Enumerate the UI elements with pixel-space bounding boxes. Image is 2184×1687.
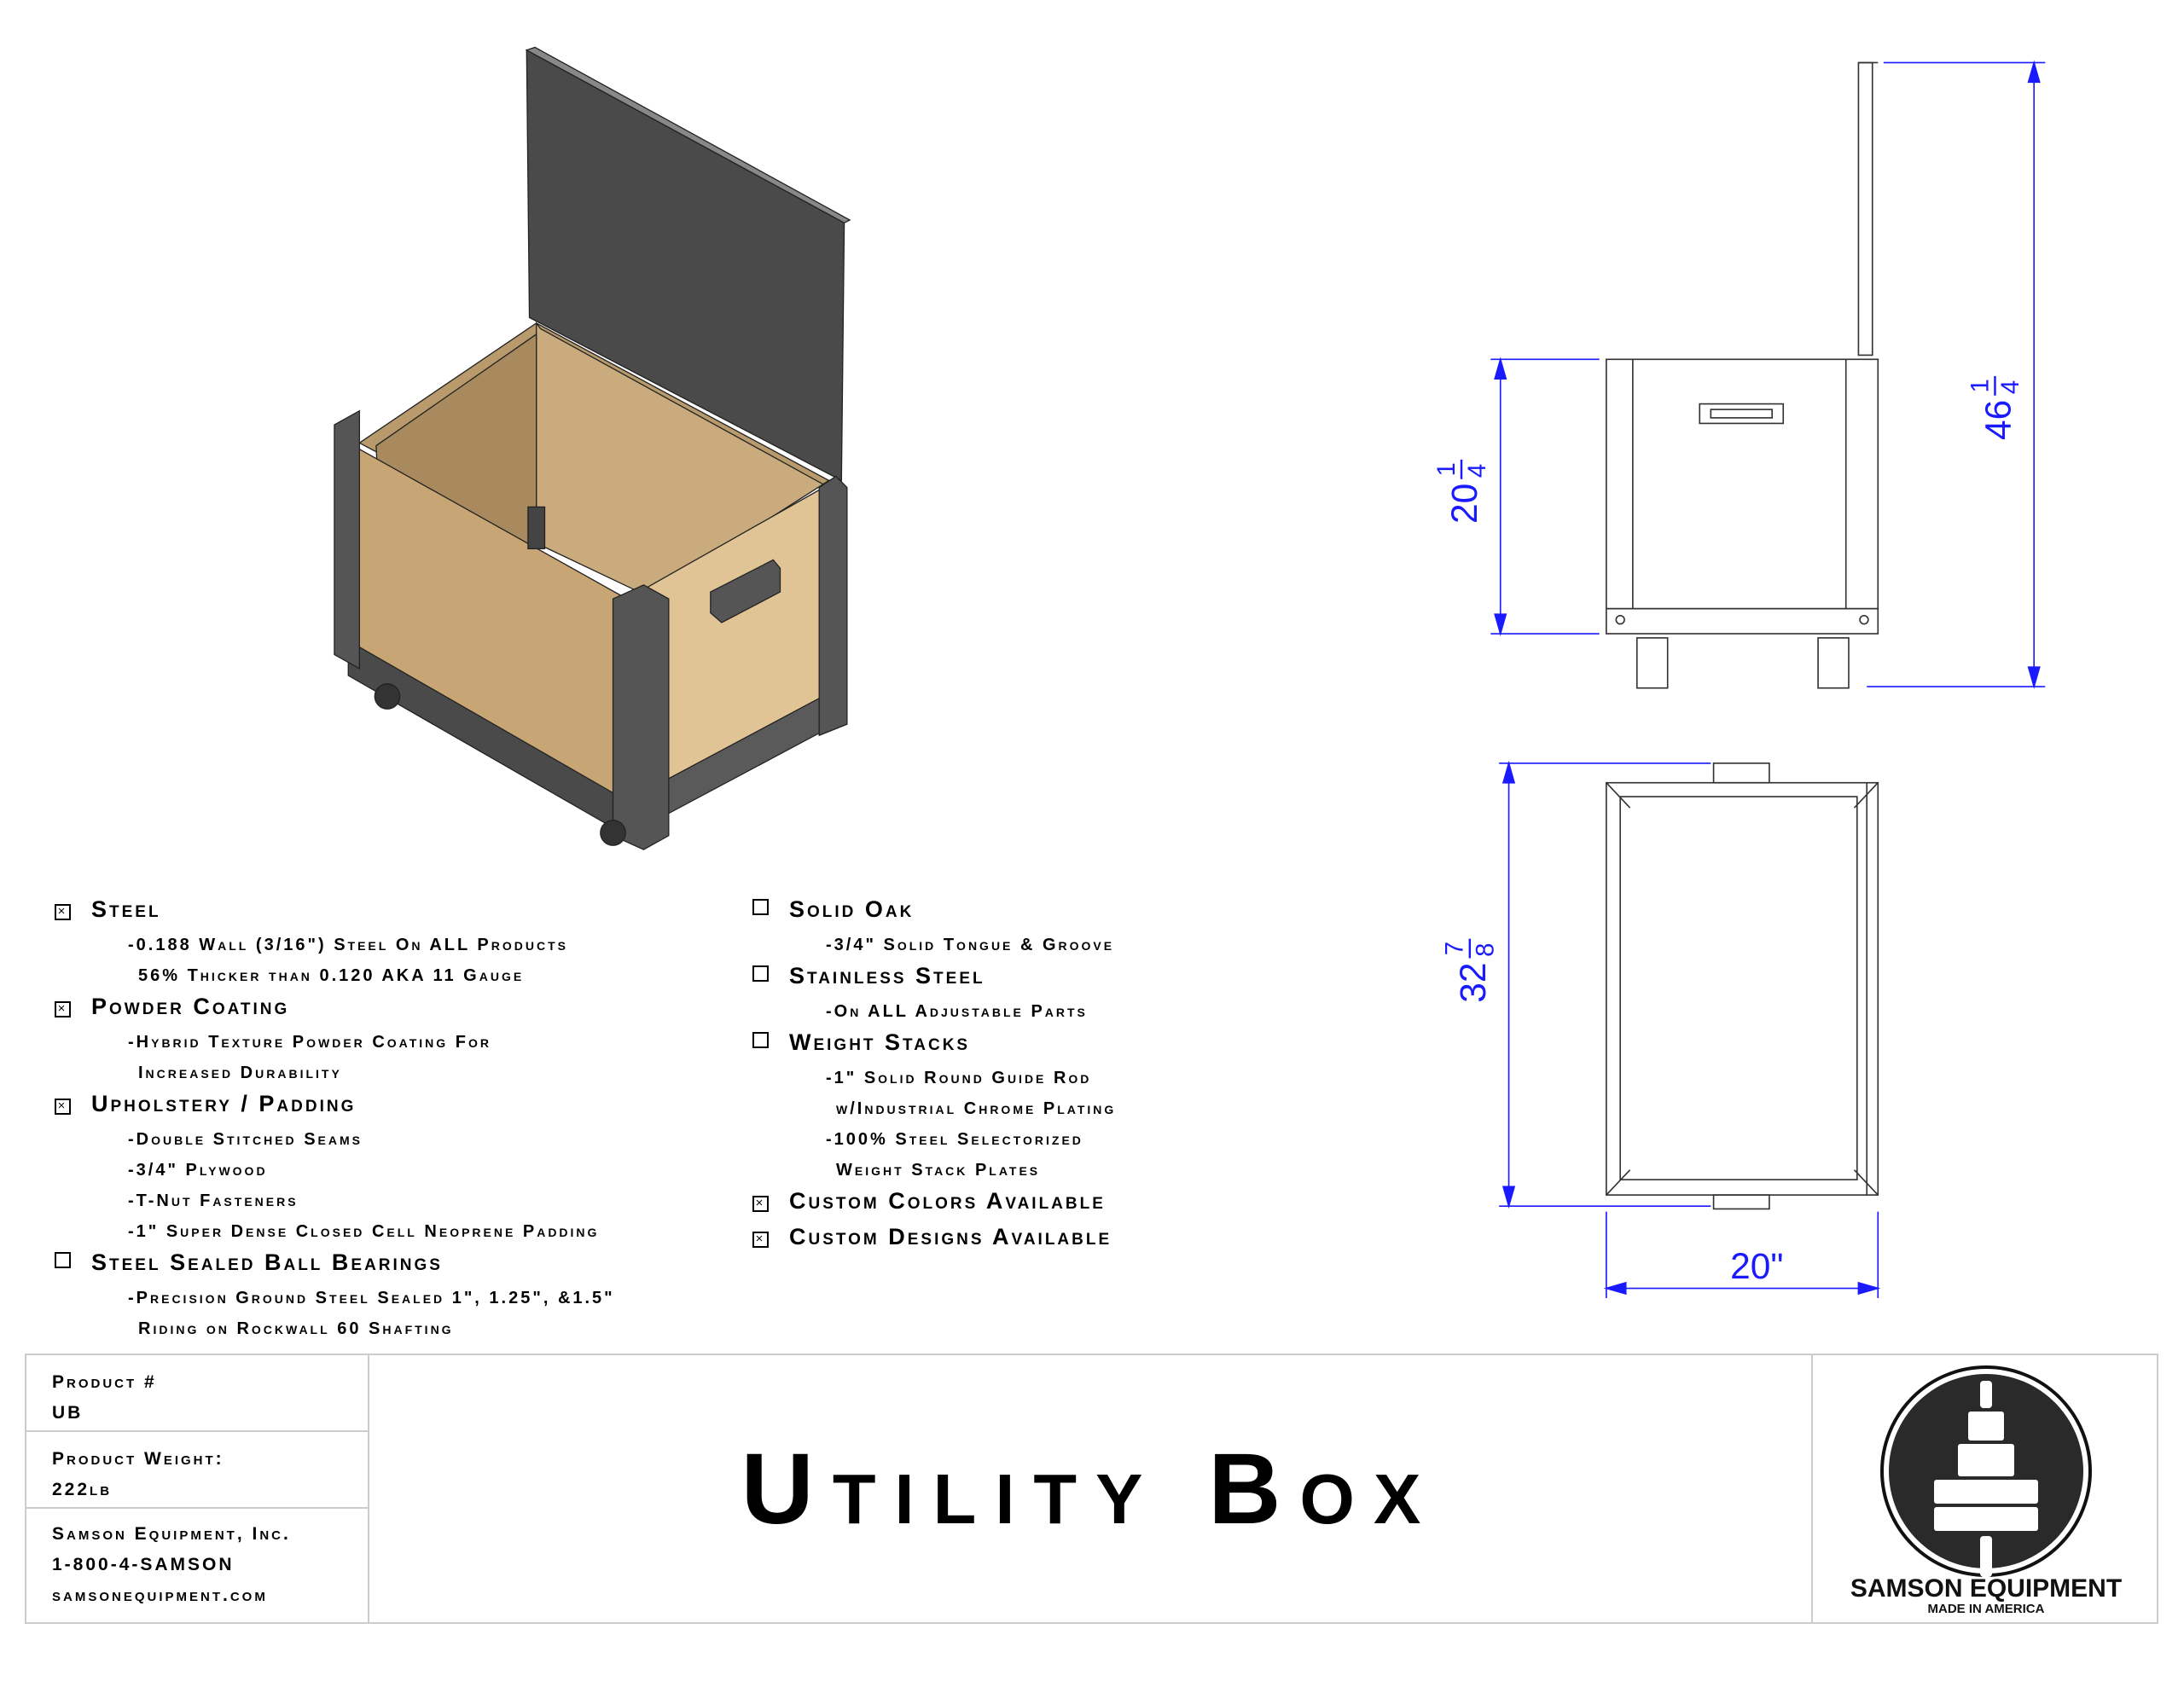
- feature-heading: Stainless Steel: [752, 960, 1298, 996]
- top-view: [1606, 762, 1879, 1210]
- dim-depth-whole: 32: [1453, 963, 1493, 1003]
- title-block: Product # UB Product Weight: 222lb Samso…: [25, 1354, 2158, 1624]
- feature-detail: Weight Stack Plates: [836, 1161, 1041, 1180]
- feature-title: Powder Coating: [91, 994, 290, 1019]
- feature-detail: -Precision Ground Steel Sealed 1", 1.25"…: [128, 1289, 615, 1307]
- product-weight-cell: Product Weight: 222lb: [26, 1432, 368, 1509]
- logo-name: SAMSON EQUIPMENT: [1850, 1574, 2122, 1603]
- feature-detail: -0.188 Wall (3/16") Steel On ALL Product…: [128, 936, 568, 954]
- dim-height-closed-den: 4: [1463, 464, 1491, 478]
- checked-box-icon: ×: [55, 1001, 71, 1017]
- feature-detail: -3/4" Plywood: [128, 1161, 268, 1180]
- feature-heading: Weight Stacks: [752, 1027, 1298, 1063]
- feature-title: Weight Stacks: [789, 1029, 971, 1055]
- samson-logo: SAMSON EQUIPMENT MADE IN AMERICA: [1850, 1365, 2122, 1616]
- unchecked-box-icon: [752, 1032, 769, 1048]
- divider: [368, 1355, 369, 1622]
- caster-wheel: [374, 683, 401, 710]
- dim-depth-num: 7: [1441, 942, 1469, 955]
- feature-title: Custom Designs Available: [789, 1224, 1112, 1249]
- handle: [1712, 762, 1770, 784]
- feature-heading: × Steel: [55, 894, 754, 930]
- divider: [1811, 1355, 1813, 1622]
- dim-depth-den: 8: [1472, 943, 1500, 957]
- logo-tagline: MADE IN AMERICA: [1928, 1602, 2045, 1616]
- handle: [1699, 403, 1785, 425]
- feature-detail: -3/4" Solid Tongue & Groove: [826, 936, 1115, 954]
- checked-box-icon: ×: [55, 1099, 71, 1115]
- feature-detail: 56% Thicker than 0.120 AKA 11 Gauge: [138, 966, 525, 985]
- handle: [710, 559, 781, 623]
- feature-title: Custom Colors Available: [789, 1188, 1106, 1214]
- product-number-label: Product #: [52, 1372, 157, 1392]
- feature-title: Steel Sealed Ball Bearings: [91, 1249, 443, 1275]
- company-phone: 1-800-4-SAMSON: [52, 1555, 235, 1574]
- feature-title: Upholstery / Padding: [91, 1091, 357, 1116]
- checked-box-icon: ×: [752, 1196, 769, 1212]
- dim-height-closed-whole: 20: [1444, 484, 1484, 524]
- feature-detail: -On ALL Adjustable Parts: [826, 1002, 1088, 1021]
- side-view: [1606, 61, 1879, 689]
- dim-height-open-whole: 46: [1978, 400, 2018, 440]
- feature-detail: -100% Steel Selectorized: [826, 1130, 1083, 1149]
- caster: [1635, 637, 1669, 689]
- checked-box-icon: ×: [752, 1232, 769, 1248]
- unchecked-box-icon: [752, 899, 769, 915]
- product-number-cell: Product # UB: [26, 1355, 368, 1432]
- feature-detail: -Hybrid Texture Powder Coating For: [128, 1033, 491, 1052]
- feature-title: Steel: [91, 896, 161, 922]
- product-weight-value: 222lb: [52, 1480, 113, 1499]
- feature-heading: × Custom Designs Available: [752, 1221, 1298, 1257]
- feature-title: Solid Oak: [789, 896, 915, 922]
- unchecked-box-icon: [55, 1252, 71, 1268]
- lid-edge: [1857, 61, 1873, 357]
- features-left-column: × Steel -0.188 Wall (3/16") Steel On ALL P…: [55, 894, 754, 1344]
- feature-detail: -T-Nut Fasteners: [128, 1191, 299, 1210]
- dim-height-closed-num: 1: [1432, 462, 1461, 476]
- feature-title: Stainless Steel: [789, 963, 985, 988]
- company-cell: Samson Equipment, Inc. 1-800-4-SAMSON sa…: [26, 1509, 368, 1622]
- feature-heading: × Custom Colors Available: [752, 1186, 1298, 1221]
- feature-detail: -1" Super Dense Closed Cell Neoprene Pad…: [128, 1222, 600, 1241]
- unchecked-box-icon: [752, 965, 769, 982]
- dim-height-open-den: 4: [1996, 380, 2024, 394]
- page-title: Utility Box: [741, 1432, 1440, 1545]
- feature-heading: Solid Oak: [752, 894, 1298, 930]
- dim-width: 20": [1730, 1246, 1783, 1286]
- company-name: Samson Equipment, Inc.: [52, 1524, 291, 1544]
- feature-detail: Riding on Rockwall 60 Shafting: [138, 1319, 454, 1338]
- dim-height-open-num: 1: [1966, 379, 1994, 392]
- company-website: samsonequipment.com: [52, 1586, 268, 1605]
- feature-heading: × Upholstery / Padding: [55, 1088, 754, 1124]
- checked-box-icon: ×: [55, 904, 71, 920]
- isometric-view: [334, 46, 851, 850]
- product-number-value: UB: [52, 1403, 84, 1423]
- product-weight-label: Product Weight:: [52, 1449, 224, 1469]
- feature-detail: Increased Durability: [138, 1064, 342, 1082]
- feature-heading: × Powder Coating: [55, 991, 754, 1027]
- corner-post: [334, 409, 360, 670]
- feature-detail: -Double Stitched Seams: [128, 1130, 363, 1149]
- feature-detail: w/Industrial Chrome Plating: [836, 1099, 1117, 1118]
- feature-heading: Steel Sealed Ball Bearings: [55, 1247, 754, 1283]
- feature-detail: -1" Solid Round Guide Rod: [826, 1069, 1092, 1087]
- dimension-lines: [1490, 60, 2046, 1298]
